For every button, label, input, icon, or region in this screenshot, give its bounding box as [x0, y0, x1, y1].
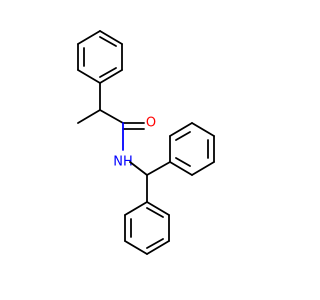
- molecule-svg: O NH: [77, 30, 215, 255]
- molecule-diagram: O NH: [77, 30, 215, 255]
- nitrogen-label: NH: [113, 155, 133, 170]
- oxygen-label: O: [146, 116, 156, 131]
- amide-linkage: NH: [113, 122, 148, 176]
- benzhydryl-center: [146, 161, 171, 203]
- phenyl-ring-right: [169, 122, 215, 176]
- carbonyl-group: O: [122, 116, 156, 131]
- phenyl-ring-top: [77, 30, 123, 84]
- alpha-carbon-chain: [77, 82, 124, 124]
- phenyl-ring-bottom: [124, 201, 170, 255]
